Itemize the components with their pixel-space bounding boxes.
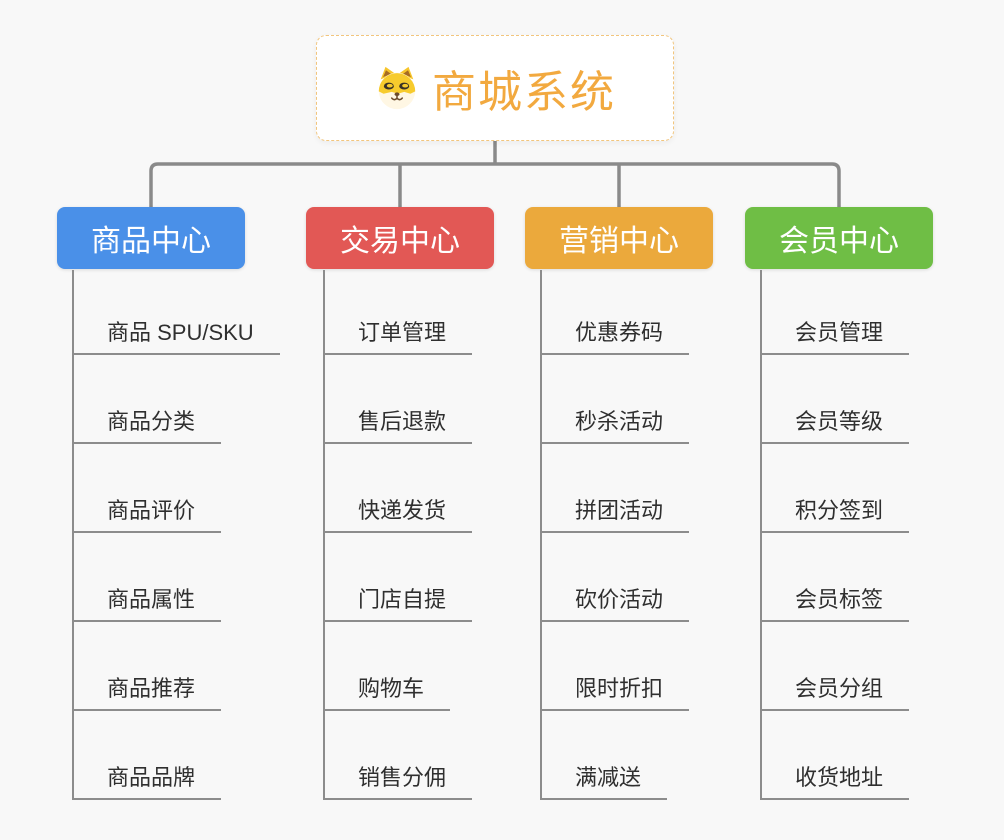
- leaf-node[interactable]: 优惠券码: [542, 320, 690, 355]
- leaf-node[interactable]: 商品评价: [74, 498, 222, 533]
- leaf-node[interactable]: 销售分佣: [325, 765, 473, 800]
- leaf-node[interactable]: 订单管理: [325, 320, 473, 355]
- leaf-node[interactable]: 商品 SPU/SKU: [74, 320, 280, 355]
- leaf-node[interactable]: 商品推荐: [74, 676, 222, 711]
- leaf-node[interactable]: 拼团活动: [542, 498, 690, 533]
- leaf-node[interactable]: 购物车: [325, 676, 451, 711]
- leaf-node[interactable]: 收货地址: [762, 765, 910, 800]
- branch-node-trade-center[interactable]: 交易中心: [306, 207, 494, 269]
- leaf-node[interactable]: 售后退款: [325, 409, 473, 444]
- branch-node-product-center[interactable]: 商品中心: [57, 207, 245, 269]
- leaf-node[interactable]: 限时折扣: [542, 676, 690, 711]
- leaf-node[interactable]: 门店自提: [325, 587, 473, 622]
- leaf-node[interactable]: 会员分组: [762, 676, 910, 711]
- leaf-node[interactable]: 砍价活动: [542, 587, 690, 622]
- branch-children-member-center: 会员管理 会员等级 积分签到 会员标签 会员分组 收货地址: [760, 270, 1004, 800]
- branch-children-product-center: 商品 SPU/SKU 商品分类 商品评价 商品属性 商品推荐 商品品牌: [72, 270, 334, 800]
- branch-label: 会员中心: [779, 225, 899, 258]
- root-node-mall-system[interactable]: 商城系统: [316, 35, 674, 141]
- leaf-node[interactable]: 积分签到: [762, 498, 910, 533]
- branch-children-trade-center: 订单管理 售后退款 快递发货 门店自提 购物车 销售分佣: [323, 270, 585, 800]
- leaf-node[interactable]: 秒杀活动: [542, 409, 690, 444]
- dog-icon: [378, 66, 416, 110]
- leaf-node[interactable]: 快递发货: [325, 498, 473, 533]
- leaf-node[interactable]: 满减送: [542, 765, 668, 800]
- leaf-node[interactable]: 会员管理: [762, 320, 910, 355]
- root-title: 商城系统: [432, 68, 616, 117]
- branch-node-member-center[interactable]: 会员中心: [745, 207, 933, 269]
- branch-label: 商品中心: [91, 225, 211, 258]
- branch-label: 营销中心: [559, 225, 679, 258]
- branch-label: 交易中心: [340, 225, 460, 258]
- leaf-node[interactable]: 商品品牌: [74, 765, 222, 800]
- leaf-node[interactable]: 商品属性: [74, 587, 222, 622]
- leaf-node[interactable]: 商品分类: [74, 409, 222, 444]
- leaf-node[interactable]: 会员标签: [762, 587, 910, 622]
- branch-children-marketing-center: 优惠券码 秒杀活动 拼团活动 砍价活动 限时折扣 满减送: [540, 270, 802, 800]
- leaf-node[interactable]: 会员等级: [762, 409, 910, 444]
- branch-node-marketing-center[interactable]: 营销中心: [525, 207, 713, 269]
